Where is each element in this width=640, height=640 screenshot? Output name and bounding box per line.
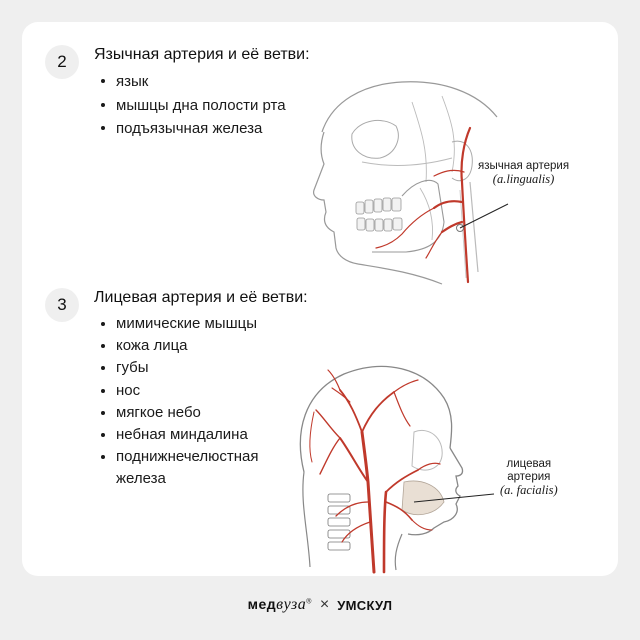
facial-artery-latin: (a. facialis)	[500, 483, 558, 497]
medvuza-logo: медвуза®	[248, 596, 312, 614]
list-item: кожа лица	[100, 335, 259, 357]
section-3-list: мимические мышцы кожа лица губы нос мягк…	[100, 313, 259, 491]
medvuza-logo-italic: вуза	[276, 596, 307, 613]
facial-artery-label: лицевая артерия (a. facialis)	[500, 458, 558, 497]
section-2-list: язык мышцы дна полости рта подъязычная ж…	[100, 70, 286, 141]
umskul-logo: УМСКУЛ	[337, 597, 393, 613]
footer-branding: медвуза® × УМСКУЛ	[0, 592, 640, 618]
lingual-artery-latin: (a.lingualis)	[492, 172, 555, 186]
facial-artery-illustration	[299, 365, 495, 574]
list-item: подъязычная железа	[100, 117, 286, 141]
section-3-number: 3	[57, 295, 67, 314]
list-item: небная миндалина	[100, 424, 259, 446]
list-item: нос	[100, 380, 259, 402]
facial-artery-label-text-1: лицевая	[506, 458, 552, 470]
section-2-number-badge: 2	[45, 45, 79, 79]
lingual-artery-label-text: язычная артерия	[478, 160, 570, 172]
content-card: 2 Язычная артерия и её ветви: язык мышцы…	[22, 22, 618, 576]
list-item: губы	[100, 357, 259, 379]
lingual-artery-illustration	[313, 81, 509, 285]
facial-artery-label-text-2: артерия	[507, 471, 551, 483]
section-2-heading: Язычная артерия и её ветви:	[94, 46, 310, 63]
list-item: мышцы дна полости рта	[100, 94, 286, 118]
list-item: мягкое небо	[100, 402, 259, 424]
lingual-artery-label: язычная артерия (a.lingualis)	[478, 160, 569, 186]
medvuza-logo-prefix: мед	[247, 596, 277, 612]
list-item: железа	[116, 470, 166, 488]
list-item: поднижнечелюстная	[100, 446, 259, 468]
section-2-number: 2	[57, 52, 67, 71]
section-3-heading: Лицевая артерия и её ветви:	[94, 289, 308, 306]
list-item: мимические мышцы	[100, 313, 259, 335]
registered-mark: ®	[306, 598, 312, 606]
section-3-number-badge: 3	[45, 288, 79, 322]
collab-separator: ×	[319, 596, 330, 613]
list-item: язык	[100, 70, 286, 94]
